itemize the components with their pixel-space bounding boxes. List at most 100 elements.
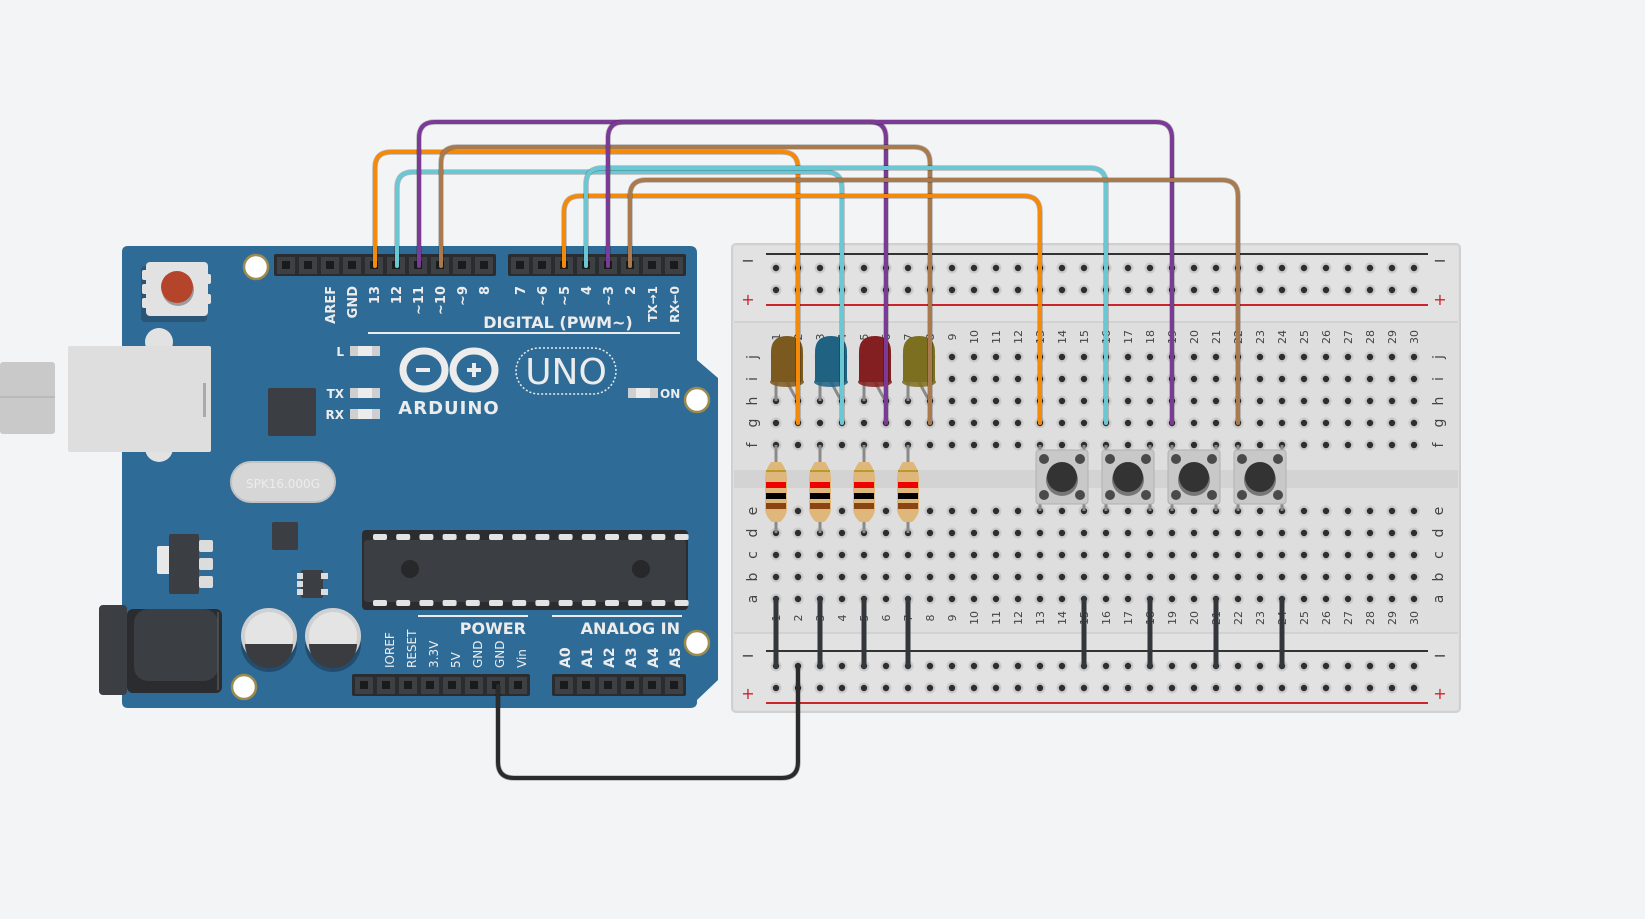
breadboard-hole[interactable] (1300, 353, 1308, 361)
breadboard-hole[interactable] (882, 662, 890, 670)
breadboard-hole[interactable] (1190, 375, 1198, 383)
breadboard-hole[interactable] (992, 264, 1000, 272)
breadboard-hole[interactable] (1322, 573, 1330, 581)
breadboard-hole[interactable] (1366, 573, 1374, 581)
breadboard-hole[interactable] (1058, 375, 1066, 383)
breadboard-hole[interactable] (1014, 264, 1022, 272)
breadboard-hole[interactable] (1256, 286, 1264, 294)
breadboard-hole[interactable] (1212, 264, 1220, 272)
breadboard-hole[interactable] (1124, 551, 1132, 559)
breadboard-hole[interactable] (1014, 441, 1022, 449)
wire-gnd[interactable] (496, 664, 800, 780)
breadboard-hole[interactable] (1256, 573, 1264, 581)
breadboard-hole[interactable] (1190, 441, 1198, 449)
breadboard-hole[interactable] (1014, 662, 1022, 670)
breadboard-hole[interactable] (1256, 375, 1264, 383)
breadboard-hole[interactable] (1190, 529, 1198, 537)
breadboard-hole[interactable] (1388, 353, 1396, 361)
breadboard-hole[interactable] (970, 529, 978, 537)
breadboard-hole[interactable] (926, 529, 934, 537)
breadboard-hole[interactable] (816, 264, 824, 272)
breadboard-hole[interactable] (1080, 684, 1088, 692)
breadboard-hole[interactable] (794, 441, 802, 449)
breadboard-hole[interactable] (1102, 595, 1110, 603)
breadboard-hole[interactable] (1256, 684, 1264, 692)
breadboard-hole[interactable] (1322, 286, 1330, 294)
breadboard-hole[interactable] (1300, 397, 1308, 405)
breadboard-hole[interactable] (1388, 441, 1396, 449)
breadboard-hole[interactable] (1058, 264, 1066, 272)
breadboard-hole[interactable] (1366, 662, 1374, 670)
breadboard-hole[interactable] (1388, 684, 1396, 692)
breadboard-hole[interactable] (992, 662, 1000, 670)
breadboard-hole[interactable] (838, 573, 846, 581)
breadboard-hole[interactable] (1278, 286, 1286, 294)
breadboard-hole[interactable] (1278, 419, 1286, 427)
breadboard-hole[interactable] (1366, 595, 1374, 603)
breadboard-hole[interactable] (1322, 662, 1330, 670)
breadboard-hole[interactable] (772, 551, 780, 559)
breadboard-hole[interactable] (1014, 551, 1022, 559)
breadboard-hole[interactable] (816, 684, 824, 692)
breadboard-hole[interactable] (1014, 375, 1022, 383)
breadboard-hole[interactable] (1256, 441, 1264, 449)
breadboard-hole[interactable] (1014, 684, 1022, 692)
breadboard-hole[interactable] (1300, 375, 1308, 383)
breadboard-hole[interactable] (926, 684, 934, 692)
breadboard-hole[interactable] (1388, 595, 1396, 603)
breadboard[interactable]: −−++−−++11223344556677889910101111121213… (731, 243, 1461, 713)
breadboard-hole[interactable] (1344, 286, 1352, 294)
breadboard-hole[interactable] (1190, 595, 1198, 603)
breadboard-hole[interactable] (1388, 551, 1396, 559)
breadboard-hole[interactable] (1036, 573, 1044, 581)
breadboard-hole[interactable] (1234, 662, 1242, 670)
breadboard-hole[interactable] (794, 529, 802, 537)
breadboard-hole[interactable] (1102, 662, 1110, 670)
analog-header[interactable] (552, 674, 686, 696)
breadboard-hole[interactable] (1256, 551, 1264, 559)
breadboard-hole[interactable] (1388, 662, 1396, 670)
breadboard-hole[interactable] (1080, 573, 1088, 581)
breadboard-hole[interactable] (882, 529, 890, 537)
breadboard-hole[interactable] (948, 264, 956, 272)
breadboard-hole[interactable] (1168, 573, 1176, 581)
breadboard-hole[interactable] (1410, 264, 1418, 272)
breadboard-hole[interactable] (1344, 353, 1352, 361)
breadboard-hole[interactable] (1124, 441, 1132, 449)
breadboard-hole[interactable] (882, 441, 890, 449)
breadboard-hole[interactable] (926, 573, 934, 581)
breadboard-hole[interactable] (816, 286, 824, 294)
breadboard-hole[interactable] (1124, 419, 1132, 427)
breadboard-hole[interactable] (1344, 419, 1352, 427)
breadboard-hole[interactable] (882, 684, 890, 692)
breadboard-hole[interactable] (1190, 507, 1198, 515)
breadboard-hole[interactable] (1124, 684, 1132, 692)
breadboard-hole[interactable] (1058, 551, 1066, 559)
breadboard-hole[interactable] (1124, 286, 1132, 294)
breadboard-hole[interactable] (1256, 529, 1264, 537)
breadboard-hole[interactable] (1256, 595, 1264, 603)
breadboard-hole[interactable] (948, 595, 956, 603)
pushbutton-cap[interactable] (1047, 462, 1077, 492)
breadboard-hole[interactable] (1014, 286, 1022, 294)
breadboard-hole[interactable] (1058, 507, 1066, 515)
breadboard-hole[interactable] (1212, 419, 1220, 427)
breadboard-hole[interactable] (1322, 441, 1330, 449)
breadboard-hole[interactable] (970, 441, 978, 449)
breadboard-hole[interactable] (1278, 684, 1286, 692)
breadboard-hole[interactable] (1256, 419, 1264, 427)
breadboard-hole[interactable] (1146, 286, 1154, 294)
breadboard-hole[interactable] (1124, 595, 1132, 603)
breadboard-hole[interactable] (904, 551, 912, 559)
led-yellow[interactable] (902, 336, 936, 402)
breadboard-hole[interactable] (970, 419, 978, 427)
breadboard-hole[interactable] (1036, 529, 1044, 537)
breadboard-hole[interactable] (838, 529, 846, 537)
resistor[interactable] (853, 445, 875, 533)
breadboard-hole[interactable] (1300, 507, 1308, 515)
breadboard-hole[interactable] (860, 551, 868, 559)
breadboard-hole[interactable] (816, 551, 824, 559)
pushbutton[interactable] (1101, 445, 1155, 511)
breadboard-hole[interactable] (1212, 551, 1220, 559)
breadboard-hole[interactable] (1212, 573, 1220, 581)
